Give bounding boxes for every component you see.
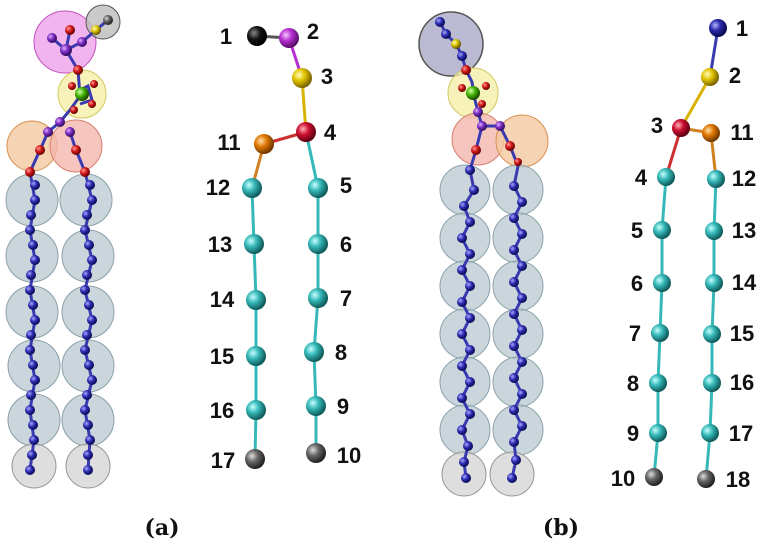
panel-b-atoms: [435, 17, 527, 483]
bead-label-b-1: 1: [736, 16, 748, 41]
bead-label-a-17: 17: [211, 448, 235, 473]
cg-bead-a-5: [308, 178, 328, 198]
cg-bead-b-10: [645, 468, 663, 486]
panel-a-atomistic-model: [5, 4, 121, 489]
bead-label-b-3: 3: [651, 113, 663, 138]
panel-label-a: (a): [144, 515, 179, 541]
cg-bead-b-5: [653, 221, 671, 239]
bead-label-b-5: 5: [631, 218, 643, 243]
cg-bead-b-9: [649, 424, 667, 442]
panel-label-b: (b): [543, 515, 579, 541]
bead-label-b-12: 12: [732, 166, 756, 191]
cg-bead-b-6: [653, 274, 671, 292]
cg-bead-a-15: [246, 346, 266, 366]
bead-label-b-18: 18: [726, 467, 750, 492]
cg-bead-b-4: [657, 168, 675, 186]
cg-bead-b-7: [651, 324, 669, 342]
bead-label-b-13: 13: [732, 218, 756, 243]
cg-bead-b-18: [697, 470, 715, 488]
cg-bead-a-17: [245, 449, 265, 469]
cg-bead-a-6: [308, 234, 328, 254]
panel-b-cg-bonds: [652, 27, 720, 480]
bead-label-b-6: 6: [631, 271, 643, 296]
cg-bead-a-11: [254, 134, 274, 154]
bead-label-b-4: 4: [635, 165, 648, 190]
cg-beads-layer: [242, 19, 727, 488]
cg-bead-b-13: [705, 222, 723, 240]
cg-bead-b-8: [649, 374, 667, 392]
panel-b-atomistic-model: [418, 11, 549, 497]
bead-label-a-16: 16: [210, 398, 234, 423]
cg-bead-a-9: [306, 396, 326, 416]
cg-bead-a-2: [279, 28, 299, 48]
panel-a-atoms: [25, 15, 113, 475]
cg-bead-b-2: [701, 68, 719, 86]
bead-label-a-1: 1: [220, 24, 232, 49]
cg-bead-a-8: [304, 342, 324, 362]
cg-bead-a-13: [244, 234, 264, 254]
cg-bead-b-15: [703, 325, 721, 343]
bead-label-b-10: 10: [611, 466, 635, 491]
cg-bead-b-1: [709, 19, 727, 37]
cg-bead-a-7: [308, 288, 328, 308]
bead-label-b-7: 7: [629, 321, 641, 346]
bead-label-a-12: 12: [206, 175, 230, 200]
cg-bead-a-3: [292, 68, 312, 88]
bead-label-a-15: 15: [210, 344, 234, 369]
cg-bead-a-1: [247, 26, 267, 46]
cg-bead-a-14: [246, 290, 266, 310]
bead-label-a-4: 4: [324, 120, 337, 145]
bead-label-b-16: 16: [730, 370, 754, 395]
panel-b-cg-model: [652, 27, 720, 480]
bead-label-b-11: 11: [730, 120, 753, 145]
bead-label-b-14: 14: [732, 270, 757, 295]
mapping-circle-magenta: [33, 10, 97, 74]
cg-bead-a-10: [306, 443, 326, 463]
bead-label-a-14: 14: [210, 287, 235, 312]
bead-label-b-17: 17: [729, 421, 753, 446]
cg-bead-b-11: [702, 124, 720, 142]
bead-label-a-13: 13: [208, 232, 232, 257]
bead-label-a-8: 8: [335, 340, 347, 365]
bead-label-b-2: 2: [729, 63, 741, 88]
cg-bead-a-16: [246, 400, 266, 420]
bead-label-b-9: 9: [627, 421, 639, 446]
bead-label-a-5: 5: [340, 173, 352, 198]
bead-label-a-3: 3: [321, 64, 333, 89]
bead-label-a-10: 10: [337, 443, 361, 468]
bead-label-b-8: 8: [627, 371, 639, 396]
cg-bead-b-16: [703, 374, 721, 392]
bead-label-b-15: 15: [730, 321, 754, 346]
bead-label-a-11: 11: [217, 130, 240, 155]
cg-bead-b-12: [707, 170, 725, 188]
bead-label-a-2: 2: [307, 19, 319, 44]
bead-label-a-9: 9: [337, 394, 349, 419]
cg-bead-b-3: [672, 119, 690, 137]
cg-bead-b-17: [701, 424, 719, 442]
cg-bead-a-12: [242, 178, 262, 198]
panel-a-tail-circles: [5, 173, 115, 447]
panel-b-tail-circles: [439, 164, 544, 456]
panel-a-mapping-circles: [5, 4, 121, 489]
cg-bead-a-4: [296, 122, 316, 142]
cg-bead-b-14: [705, 274, 723, 292]
bead-label-a-6: 6: [340, 232, 352, 257]
bead-label-a-7: 7: [340, 286, 352, 311]
